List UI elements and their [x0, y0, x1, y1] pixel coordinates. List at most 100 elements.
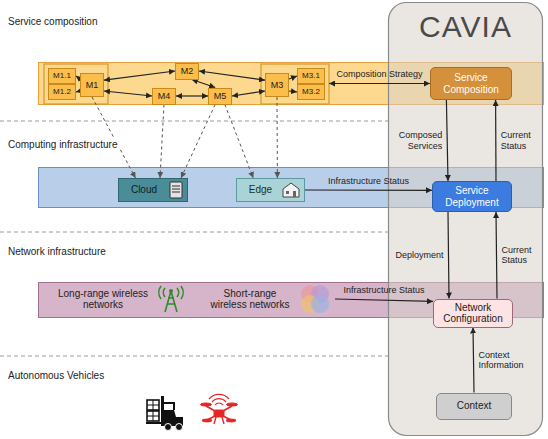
server-slots — [172, 186, 180, 192]
forklift-wheel — [176, 424, 183, 431]
edge-label: Infrastructure Status — [343, 285, 424, 295]
node-text: Context — [457, 400, 491, 412]
flow-arrow — [104, 71, 175, 80]
forklift-mast — [161, 396, 164, 426]
module-group-outline — [44, 64, 108, 104]
node-text: M2 — [181, 66, 194, 76]
flow-arrow — [289, 91, 297, 92]
flow-arrow — [335, 299, 433, 301]
drone-icon — [201, 394, 238, 424]
layer-label: Autonomous Vehicles — [6, 370, 106, 381]
node-text: M1.1 — [53, 71, 71, 80]
module-box: M3 — [265, 73, 289, 97]
module-box: M2 — [175, 63, 199, 80]
flow-arrow — [495, 100, 497, 181]
deployment-link — [225, 105, 253, 179]
submodule-box: M1.2 — [48, 84, 76, 100]
flow-arrow — [496, 212, 497, 299]
forklift-guard — [164, 403, 174, 410]
flow-arrow — [329, 83, 430, 84]
deployment-link — [160, 105, 164, 179]
cavia-panel: CAVIA Service CompositionService Deployme… — [388, 2, 543, 436]
forklift-box-lines — [147, 400, 159, 421]
drone-body — [214, 410, 224, 417]
network-type: Long-range wireless networks — [52, 284, 192, 314]
edge-label: Current Status — [502, 245, 542, 266]
edge-label: Deployment — [395, 250, 443, 260]
antenna-waves — [159, 286, 183, 299]
edge-label: Composition Strategy — [336, 69, 422, 79]
node-text: Long-range wireless networks — [56, 288, 150, 311]
forklift-wheel — [165, 424, 172, 431]
forklift-fork — [146, 422, 162, 424]
node-text: Network Configuration — [438, 302, 508, 325]
deployment-link — [277, 97, 278, 178]
layer-separator — [0, 121, 388, 122]
layer-separator — [0, 356, 388, 357]
flow-arrow — [104, 91, 152, 96]
cavia-panel-shape — [389, 3, 543, 436]
submodule-box: M1.1 — [48, 68, 76, 84]
drone-rotor — [202, 419, 212, 422]
building-window — [286, 191, 289, 194]
drone-signal — [209, 394, 229, 405]
building-icon — [282, 182, 300, 198]
node-text: Service Deployment — [437, 185, 507, 208]
flow-arrow — [232, 91, 265, 96]
node-text: Service Composition — [435, 72, 507, 95]
node-text: Edge — [249, 184, 272, 196]
submodule-box: M3.2 — [297, 84, 325, 100]
process-box: Network Configuration — [433, 299, 513, 328]
antenna-tower — [165, 291, 177, 312]
process-box: Context — [436, 393, 512, 420]
server-case — [170, 182, 182, 198]
node-text: M1.2 — [53, 87, 71, 96]
flow-arrow — [199, 71, 265, 80]
drone-rotor — [201, 403, 212, 406]
flow-arrow — [448, 212, 449, 299]
submodule-box: M3.1 — [297, 68, 325, 84]
node-text: M4 — [158, 91, 171, 101]
flow-arrow — [289, 76, 297, 79]
drone-legs — [214, 417, 224, 424]
module-box: M1 — [80, 73, 104, 97]
process-box: Service Composition — [430, 67, 512, 100]
node-text: M3.1 — [302, 71, 320, 80]
layer-separator — [0, 232, 388, 233]
drone-rotor — [227, 403, 238, 406]
node-text: M1 — [86, 80, 99, 90]
flow-arrow — [446, 100, 448, 181]
node-text: M3 — [271, 80, 284, 90]
deployment-link — [92, 97, 136, 178]
edge-box: Edge — [236, 178, 305, 202]
network-type: Short-range wireless networks — [201, 284, 335, 314]
node-text: M3.2 — [302, 87, 320, 96]
drone-rotor — [226, 419, 236, 422]
forklift-icon — [146, 396, 183, 431]
node-text: CAVIA — [388, 2, 543, 45]
flow-arrow — [305, 189, 432, 191]
edge-label: Composed Services — [396, 130, 442, 151]
layer-label: Service composition — [6, 16, 99, 27]
composition-band — [39, 63, 544, 105]
antenna-icon — [154, 285, 188, 313]
module-box: M4 — [152, 88, 176, 105]
antenna-tip — [169, 289, 173, 293]
server-icon — [169, 181, 183, 199]
module-box: M5 — [208, 88, 232, 105]
edge-label: Context Information — [479, 350, 535, 371]
node-text: Cloud — [131, 184, 157, 196]
building-outline — [283, 183, 299, 197]
deployment-link — [181, 105, 215, 179]
short-range-cells-icon — [299, 284, 331, 314]
edge-label: Current Status — [501, 130, 541, 151]
module-group-outline — [261, 64, 329, 104]
flow-arrow — [176, 95, 208, 96]
layer-label: Computing infrastructure — [6, 139, 120, 150]
node-text: Short-range wireless networks — [205, 288, 295, 311]
flow-arrow — [473, 328, 474, 393]
drone-arms — [206, 406, 232, 420]
edge-label: Infrastructure Status — [328, 176, 409, 186]
cloud-box: Cloud — [118, 178, 188, 202]
cell — [311, 295, 329, 313]
